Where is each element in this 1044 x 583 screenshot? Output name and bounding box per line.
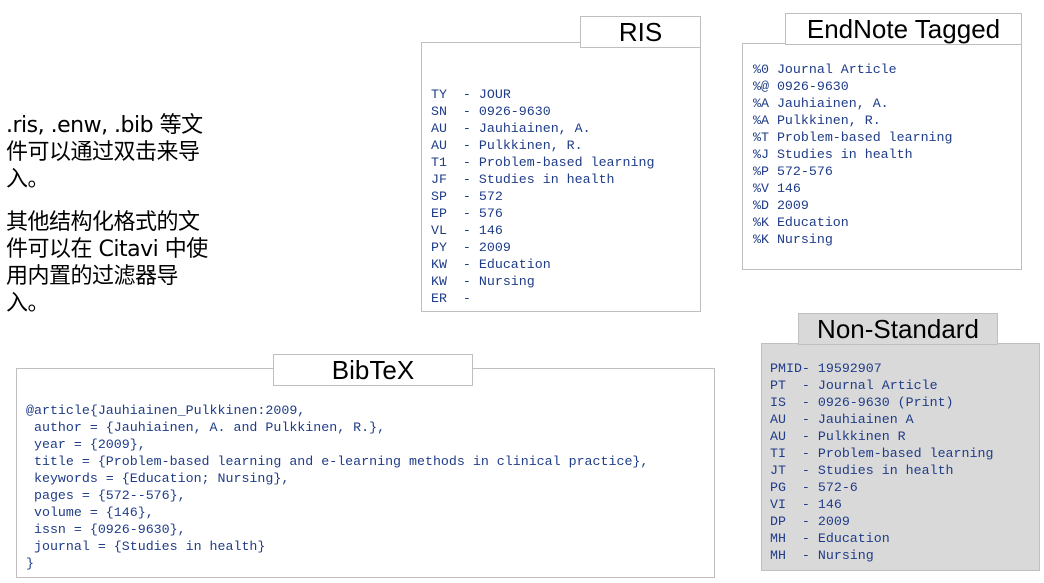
endnote-line: %K Education [753,215,849,230]
ris-line: EP - 576 [431,206,503,221]
bibtex-title: BibTeX [273,354,473,386]
nonstandard-lines: PMID- 19592907 PT - Journal Article IS - 0… [770,360,993,564]
nonstandard-line: MH - Education [770,531,890,546]
bibtex-line: pages = {572--576}, [26,488,186,503]
endnote-line: %A Pulkkinen, R. [753,113,881,128]
endnote-line: %V 146 [753,181,801,196]
endnote-line: %0 Journal Article [753,62,897,77]
ris-card [421,42,701,312]
ris-line: VL - 146 [431,223,503,238]
nonstandard-line: AU - Jauhiainen A [770,412,914,427]
endnote-line: %P 572-576 [753,164,833,179]
endnote-lines: %0 Journal Article %@ 0926-9630 %A Jauhiai… [753,61,953,248]
intro-paragraph-2: 其他结构化格式的文件可以在 Citavi 中使用内置的过滤器导入。 [6,210,208,316]
bibtex-line: title = {Problem-based learning and e-le… [26,454,649,469]
endnote-title: EndNote Tagged [785,13,1022,45]
ris-line: AU - Pulkkinen, R. [431,138,583,153]
endnote-card [742,43,1022,270]
nonstandard-line: IS - 0926-9630 (Print) [770,395,954,410]
bibtex-line: } [26,556,34,571]
ris-lines: TY - JOUR SN - 0926-9630 AU - Jauhiainen, … [431,86,654,307]
endnote-line: %A Jauhiainen, A. [753,96,889,111]
bibtex-line: volume = {146}, [26,505,154,520]
ris-line: KW - Education [431,257,551,272]
nonstandard-line: VI - 146 [770,497,842,512]
endnote-line: %@ 0926-9630 [753,79,849,94]
intro-paragraph-1: .ris, .enw, .bib 等文件可以通过双击来导入。 [6,113,203,192]
ris-line: TY - JOUR [431,87,511,102]
ris-line: SP - 572 [431,189,503,204]
bibtex-line: @article{Jauhiainen_Pulkkinen:2009, [26,403,306,418]
bibtex-line: issn = {0926-9630}, [26,522,186,537]
bibtex-line: keywords = {Education; Nursing}, [26,471,290,486]
ris-line: ER - [431,291,471,306]
nonstandard-title: Non-Standard [798,313,998,345]
nonstandard-line: PMID- 19592907 [770,361,882,376]
endnote-line: %J Studies in health [753,147,913,162]
ris-line: PY - 2009 [431,240,511,255]
intro-text: .ris, .enw, .bib 等文件可以通过双击来导入。 其他结构化格式的文… [6,112,218,333]
endnote-line: %D 2009 [753,198,809,213]
nonstandard-card [761,343,1040,571]
ris-line: AU - Jauhiainen, A. [431,121,591,136]
nonstandard-line: TI - Problem-based learning [770,446,994,461]
ris-title: RIS [580,16,701,48]
nonstandard-line: AU - Pulkkinen R [770,429,906,444]
nonstandard-line: JT - Studies in health [770,463,954,478]
nonstandard-line: PG - 572-6 [770,480,858,495]
ris-line: KW - Nursing [431,274,535,289]
bibtex-line: journal = {Studies in health} [26,539,266,554]
bibtex-line: author = {Jauhiainen, A. and Pulkkinen, … [26,420,386,435]
endnote-line: %T Problem-based learning [753,130,953,145]
endnote-line: %K Nursing [753,232,833,247]
bibtex-lines: @article{Jauhiainen_Pulkkinen:2009, auth… [26,402,648,572]
ris-line: SN - 0926-9630 [431,104,551,119]
bibtex-line: year = {2009}, [26,437,146,452]
ris-line: JF - Studies in health [431,172,615,187]
ris-line: T1 - Problem-based learning [431,155,655,170]
nonstandard-line: DP - 2009 [770,514,850,529]
bibtex-card [16,368,715,578]
nonstandard-line: MH - Nursing [770,548,874,563]
nonstandard-line: PT - Journal Article [770,378,938,393]
